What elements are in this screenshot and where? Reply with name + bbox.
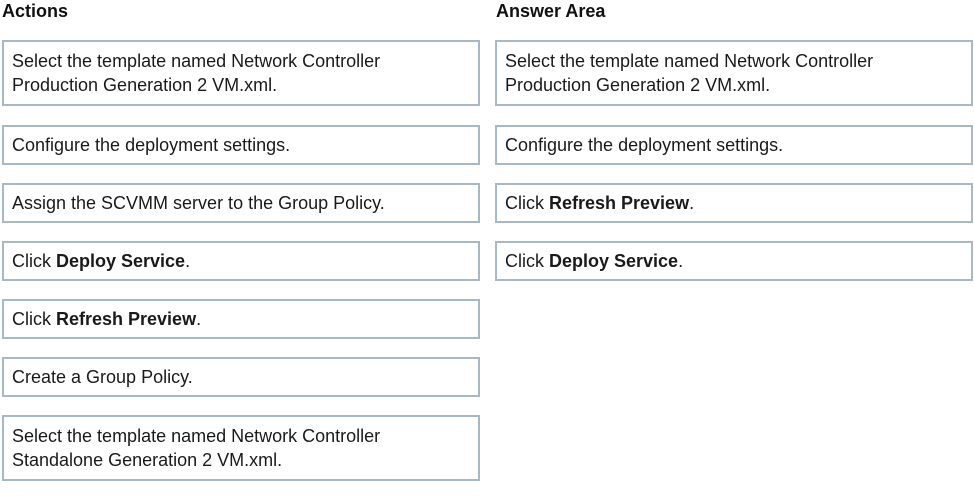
action-item-label: Select the template named Network Contro… <box>12 426 381 470</box>
answer-item-label: Click Refresh Preview. <box>505 193 695 213</box>
action-item-deploy-service[interactable]: Click Deploy Service. <box>2 241 480 281</box>
actions-list: Select the template named Network Contro… <box>2 40 480 500</box>
answer-item-label: Click Deploy Service. <box>505 251 684 271</box>
action-item-assign-scvmm[interactable]: Assign the SCVMM server to the Group Pol… <box>2 183 480 223</box>
answer-item-select-production-template[interactable]: Select the template named Network Contro… <box>495 40 973 106</box>
action-item-label: Select the template named Network Contro… <box>12 51 381 95</box>
answer-item-configure-deployment[interactable]: Configure the deployment settings. <box>495 125 973 165</box>
action-item-label: Click Refresh Preview. <box>12 309 202 329</box>
answer-area-heading: Answer Area <box>496 1 606 21</box>
action-item-label: Create a Group Policy. <box>12 367 193 387</box>
action-item-select-standalone-template[interactable]: Select the template named Network Contro… <box>2 415 480 481</box>
answer-item-deploy-service[interactable]: Click Deploy Service. <box>495 241 973 281</box>
action-item-label: Assign the SCVMM server to the Group Pol… <box>12 193 385 213</box>
action-item-label: Configure the deployment settings. <box>12 135 291 155</box>
actions-heading: Actions <box>2 1 69 21</box>
action-item-create-group-policy[interactable]: Create a Group Policy. <box>2 357 480 397</box>
action-item-configure-deployment[interactable]: Configure the deployment settings. <box>2 125 480 165</box>
answer-item-refresh-preview[interactable]: Click Refresh Preview. <box>495 183 973 223</box>
answer-area-list: Select the template named Network Contro… <box>495 40 973 299</box>
action-item-label: Click Deploy Service. <box>12 251 191 271</box>
action-item-refresh-preview[interactable]: Click Refresh Preview. <box>2 299 480 339</box>
action-item-select-production-template[interactable]: Select the template named Network Contro… <box>2 40 480 106</box>
answer-item-label: Select the template named Network Contro… <box>505 51 874 95</box>
answer-item-label: Configure the deployment settings. <box>505 135 784 155</box>
